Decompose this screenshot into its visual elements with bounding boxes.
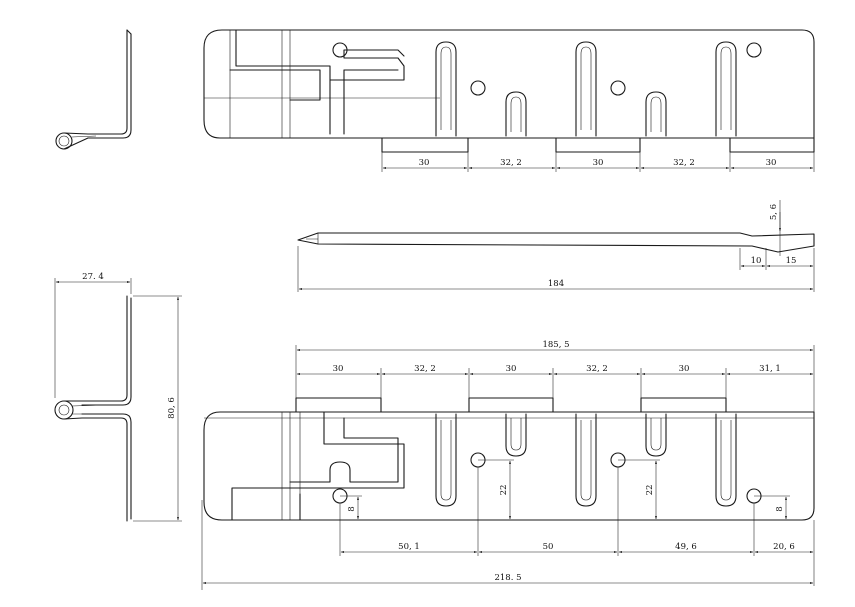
dim-upper-seg-6: 31, 1 <box>759 364 781 374</box>
dim-end-width: 27. 4 <box>82 272 104 282</box>
plan-view-bottom: 185, 5 30 32, 2 30 32, 2 30 31, 1 <box>201 340 815 590</box>
dim-hole-depth-b: 22 <box>645 485 655 496</box>
dim-top-seg-1: 30 <box>419 158 430 168</box>
dim-top-seg-3: 30 <box>593 158 604 168</box>
dim-side-seg-b: 15 <box>786 256 797 266</box>
dim-upper-seg-2: 32, 2 <box>414 364 436 374</box>
dim-side-top: 5, 6 <box>769 204 779 220</box>
dim-upper-seg-4: 32, 2 <box>586 364 608 374</box>
dim-top-seg-2: 32, 2 <box>500 158 522 168</box>
end-view-top <box>55 29 132 150</box>
dim-overall-upper: 185, 5 <box>542 340 569 350</box>
dim-side-seg-a: 10 <box>751 256 762 266</box>
dim-upper-seg-1: 30 <box>333 364 344 374</box>
dim-hole-spacing-4: 20, 6 <box>773 542 795 552</box>
dim-upper-seg-5: 30 <box>679 364 690 374</box>
dim-hole-depth-a: 22 <box>499 485 509 496</box>
plan-view-top: 30 32, 2 30 32, 2 30 <box>203 29 815 172</box>
dim-upper-seg-3: 30 <box>506 364 517 374</box>
dim-hole-offset-b: 8 <box>775 506 785 511</box>
dim-end-height: 80, 6 <box>167 397 177 419</box>
dim-hole-spacing-2: 50 <box>543 542 554 552</box>
dim-side-length: 184 <box>548 279 564 289</box>
dim-hole-spacing-1: 50, 1 <box>398 542 420 552</box>
dim-top-seg-4: 32, 2 <box>673 158 695 168</box>
end-view-bottom: 27. 4 80, 6 <box>54 272 182 522</box>
dim-overall-length: 218. 5 <box>494 573 521 583</box>
dim-hole-offset-a: 8 <box>347 506 357 511</box>
dim-hole-spacing-3: 49, 6 <box>675 542 697 552</box>
side-view: 5, 6 10 15 184 <box>297 200 815 292</box>
dim-top-seg-5: 30 <box>766 158 777 168</box>
